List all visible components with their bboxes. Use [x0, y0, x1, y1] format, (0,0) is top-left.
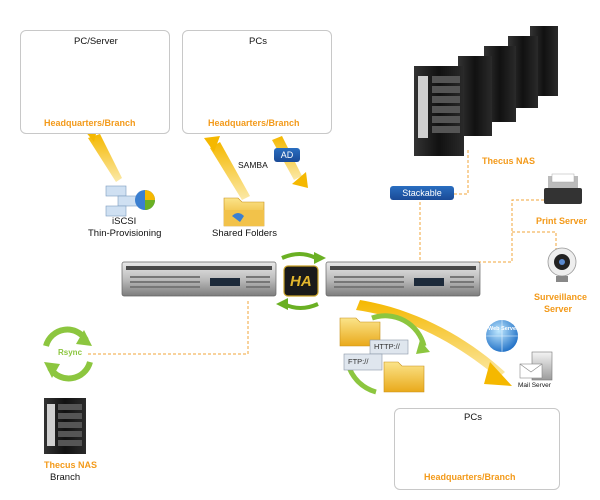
shared-folders-label: Shared Folders [212, 228, 277, 239]
nas-branch-caption: Thecus NAS [44, 460, 98, 470]
shared-folder-icon [223, 197, 265, 227]
mail-server-caption: Mail Server [518, 382, 551, 389]
stackable-tag: Stackable [390, 186, 454, 200]
nas-stack-caption: Thecus NAS [482, 156, 536, 166]
http-label: HTTP:// [374, 342, 400, 351]
pcs-top-title: PCs [249, 36, 267, 47]
web-server-icon [486, 320, 518, 352]
rsync-label: Rsync [58, 348, 83, 357]
samba-label: SAMBA [238, 160, 268, 170]
printer-icon [544, 173, 582, 204]
pcs-bottom-title: PCs [464, 412, 482, 423]
ha-sync-arrows [276, 252, 326, 310]
print-server-caption: Print Server [536, 216, 588, 226]
thecus-nas-branch [44, 398, 86, 454]
pc-server-caption: Headquarters/Branch [44, 118, 136, 128]
pc-server-group [20, 30, 170, 134]
surveillance-caption-line2: Server [544, 304, 573, 314]
pcs-bottom-caption: Headquarters/Branch [424, 472, 516, 482]
dashed-links [88, 148, 557, 355]
mail-server-icon [519, 351, 553, 381]
pcs-top-caption: Headquarters/Branch [208, 118, 300, 128]
ha-label: HA [290, 273, 312, 290]
bottom-pcs-arrow [356, 300, 512, 386]
file-services-cluster [339, 313, 430, 395]
thecus-nas-stack [414, 26, 558, 156]
rack-server-left [121, 261, 277, 297]
pc-server-title: PC/Server [74, 36, 118, 47]
iscsi-arrow [84, 126, 122, 182]
iscsi-icon [105, 185, 155, 217]
ftp-label: FTP:// [348, 357, 369, 366]
iscsi-label-line1: iSCSI [112, 216, 137, 227]
pcs-bottom-group [394, 408, 560, 490]
pcs-top-group [182, 30, 332, 134]
surveillance-caption-line1: Surveillance [534, 292, 588, 302]
web-server-caption: Web Server [488, 326, 519, 332]
iscsi-label-line2: Thin-Provisioning [88, 228, 162, 239]
camera-icon [547, 247, 577, 282]
rsync-cycle-icon [43, 326, 93, 382]
ad-tag: AD [274, 148, 300, 162]
rack-server-right [325, 261, 481, 297]
nas-branch-sub: Branch [50, 472, 81, 483]
ha-emblem [283, 265, 319, 297]
